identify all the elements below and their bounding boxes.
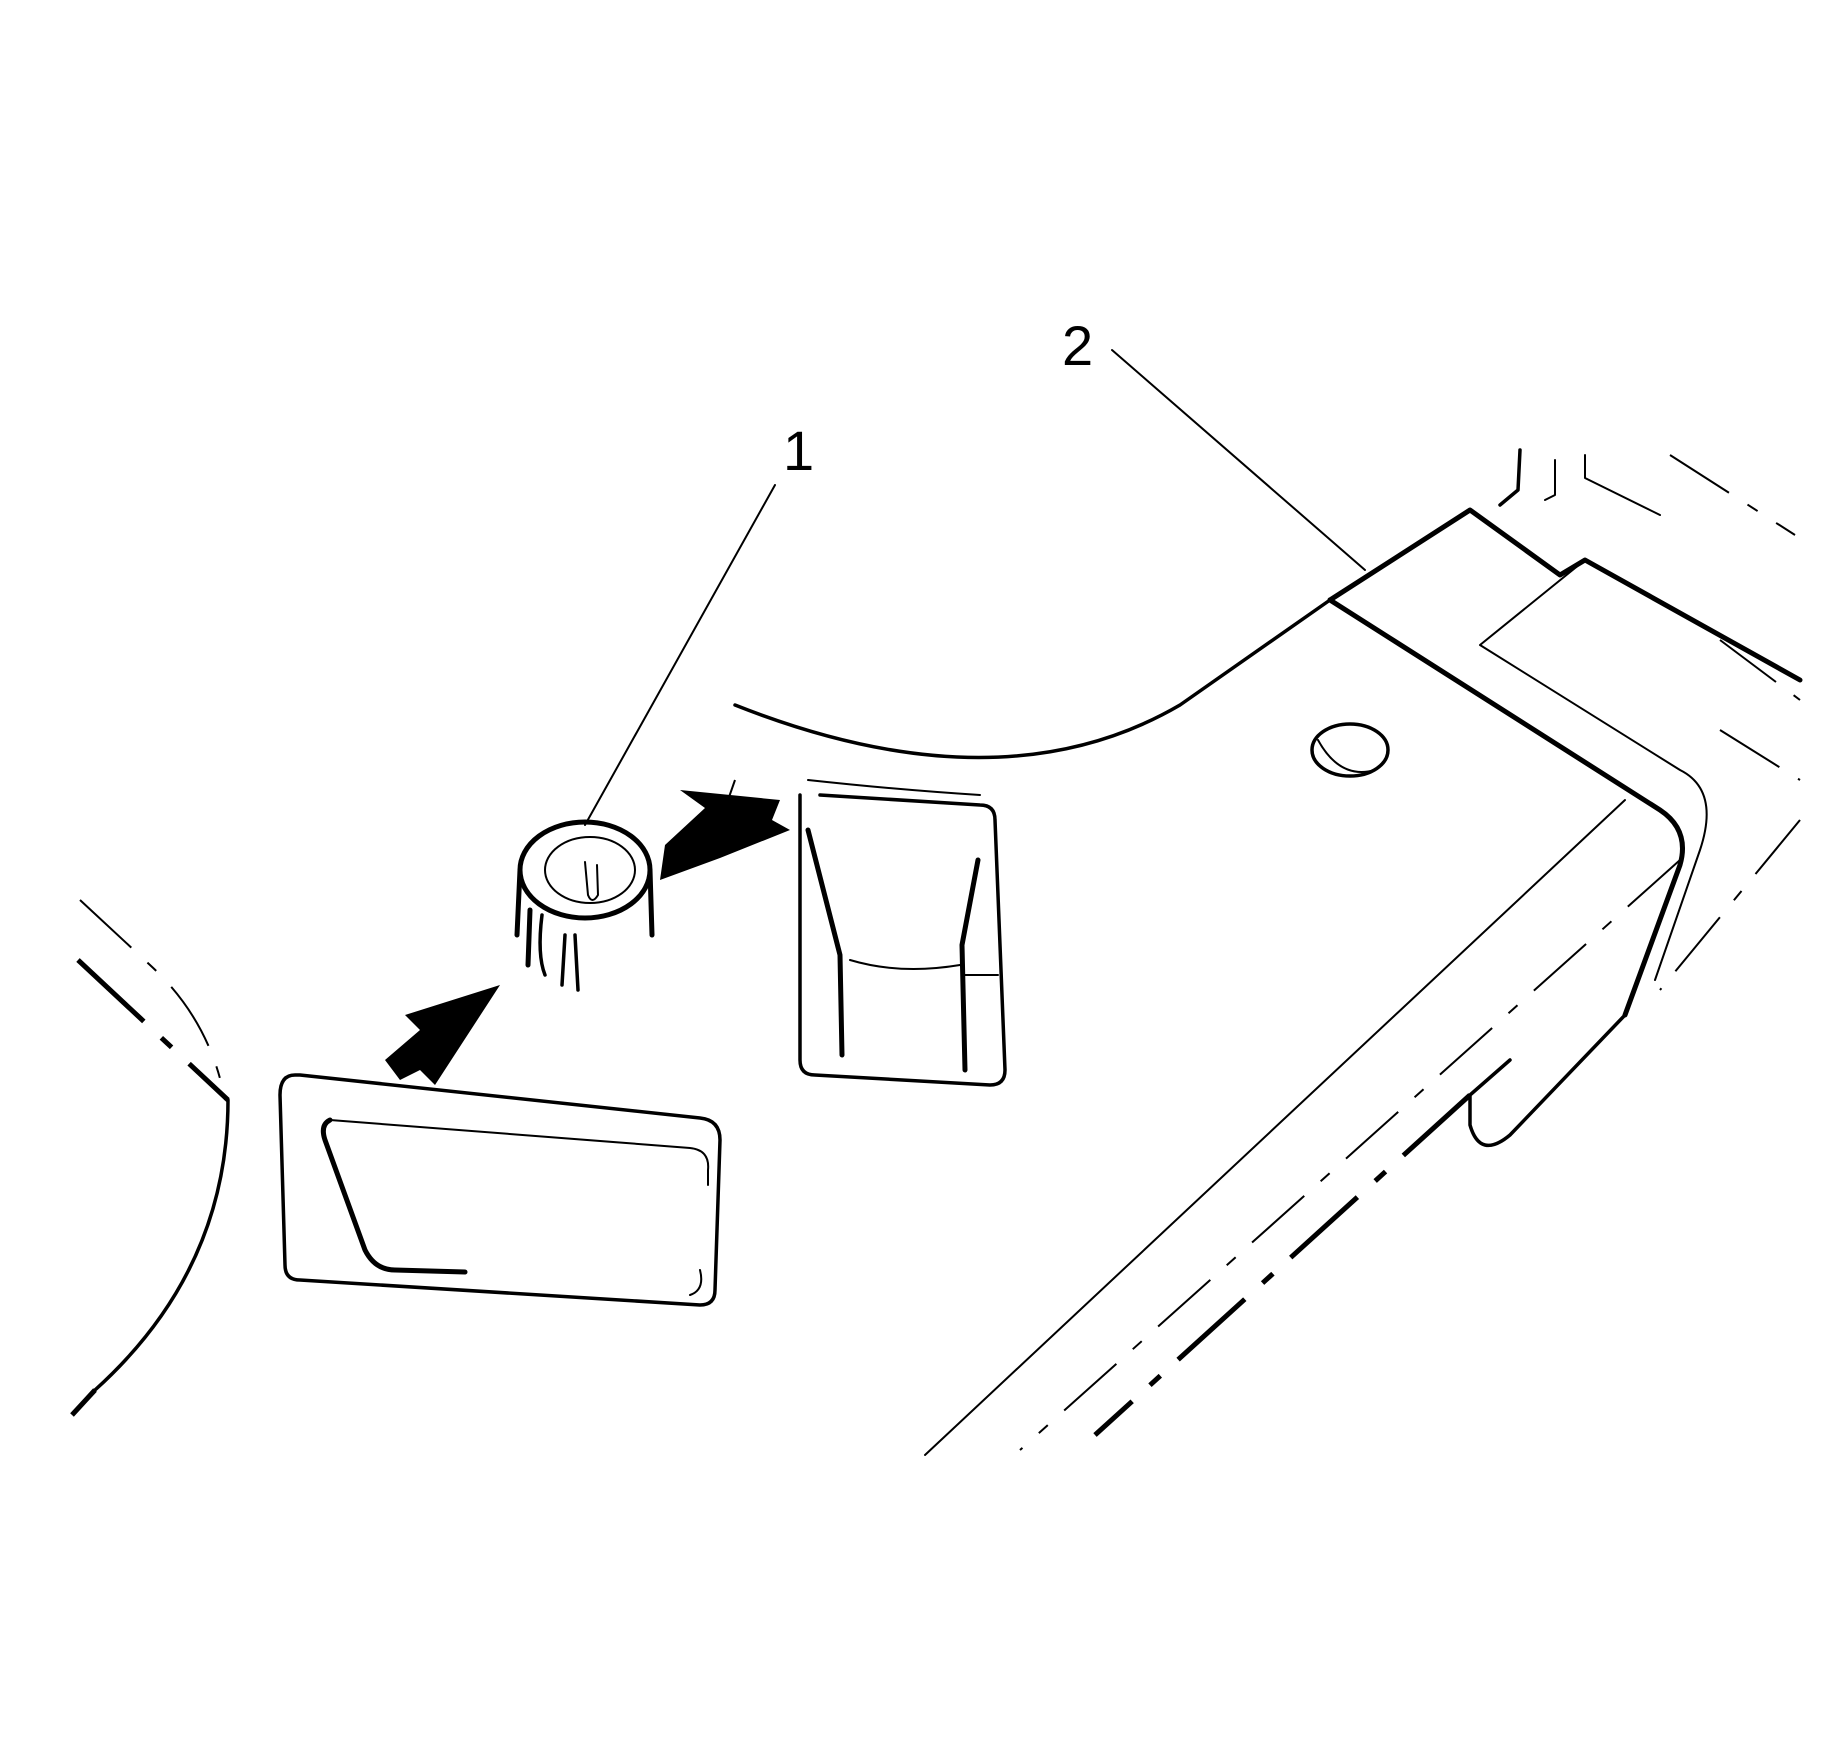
push-pin-retainer [514,819,655,992]
callout-1-label: 1 [783,419,814,482]
callout-2: 2 [1062,314,1366,571]
arrow-into-left-slot [385,985,500,1085]
left-clip-slot [278,1073,722,1307]
callout-1: 1 [584,419,814,826]
clip-slot [798,779,1007,1087]
callout-2-label: 2 [1062,314,1093,377]
callout-1-leader [584,484,776,826]
callout-2-leader [1111,349,1366,571]
left-panel-outline [70,899,230,1417]
arrow-into-right-slot [660,779,790,880]
panel-top-curve [733,598,1332,760]
bracket-base [924,448,1803,1456]
